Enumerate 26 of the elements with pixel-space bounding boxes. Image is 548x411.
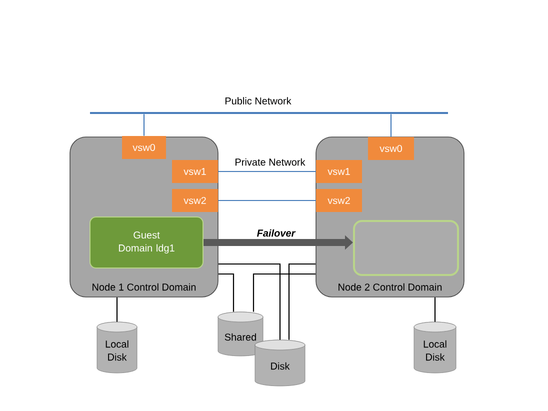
switch-box: vsw0 [122,136,166,159]
disk-cylinder: Local Disk [96,322,138,374]
connector-line [143,114,145,136]
guest-domain-box: Guest Domain ldg1 [90,216,204,268]
connector-line [218,263,281,340]
disk-cylinder: Local Disk [414,322,456,374]
network-bus: Public Network [90,97,448,114]
connector-line [218,170,316,172]
switch-box: vsw2 [316,189,362,212]
edge-label: Private Network [236,158,306,166]
connector-line [252,273,316,312]
node-label: Public Network [225,97,292,104]
connector-line [434,297,436,322]
connector-line [288,263,316,340]
connector-line [218,273,234,312]
connector-line [390,114,392,137]
disk-cylinder: Disk [254,340,306,386]
guest-domain-box [353,220,459,276]
switch-box: vsw0 [368,137,414,160]
switch-box: vsw2 [172,189,218,212]
switch-box: vsw1 [172,160,218,183]
connector-line [116,297,118,322]
edge-label: Failover [257,229,296,237]
disk-cylinder: Shared [218,312,264,356]
connector-line [218,200,316,202]
switch-box: vsw1 [316,160,362,183]
